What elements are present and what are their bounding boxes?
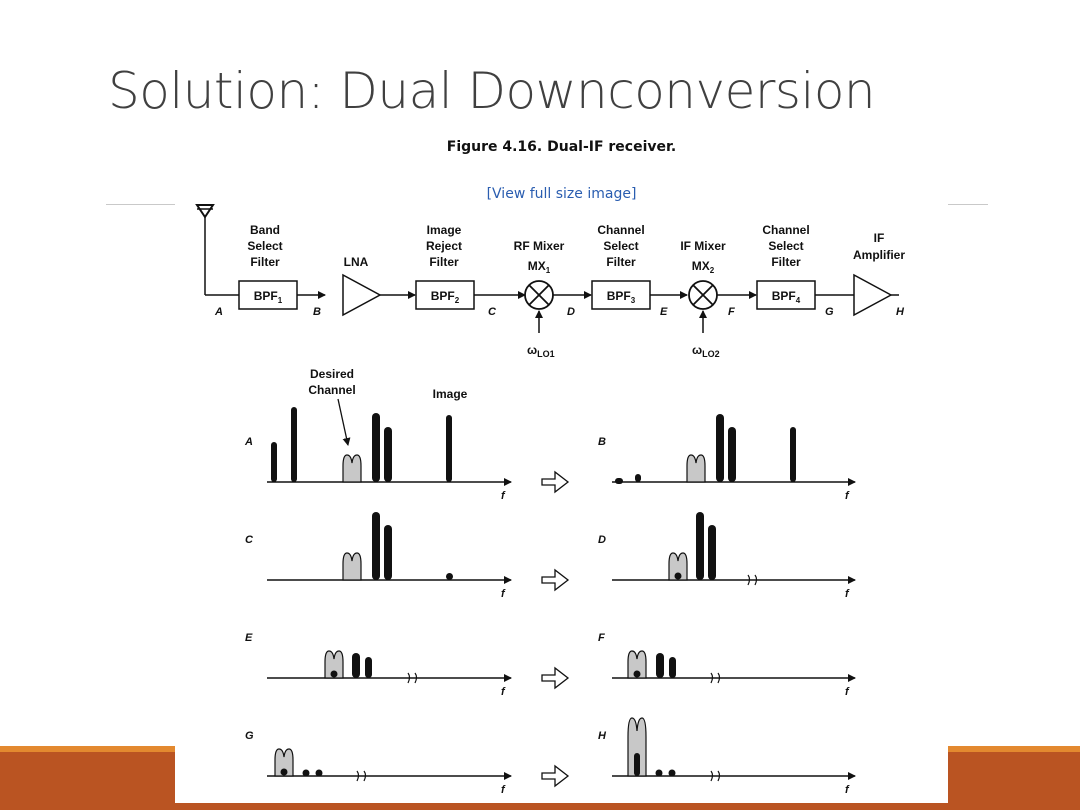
view-full-size-link[interactable]: [View full size image]	[486, 186, 637, 202]
image-reject-label-3: Filter	[429, 255, 459, 269]
bpf2-label: BPF2	[431, 289, 460, 305]
bpf4-label: BPF4	[772, 289, 801, 305]
svg-text:f: f	[845, 686, 850, 698]
spectrum-label-g: G	[245, 730, 254, 742]
if-mixer-label: IF Mixer	[680, 239, 726, 253]
title-rule-right	[948, 204, 988, 205]
if-amplifier-icon	[853, 273, 893, 317]
mx2-label: MX2	[692, 259, 715, 275]
spectrum-label-e: E	[245, 632, 253, 644]
image-reject-label-2: Reject	[426, 239, 462, 253]
channel-select-2-label-3: Filter	[771, 255, 801, 269]
spectrum-g: f	[267, 748, 512, 796]
spectrum-label-f: F	[598, 632, 605, 644]
slide-title: Solution: Dual Downconversion	[108, 62, 876, 120]
svg-text:f: f	[845, 588, 850, 600]
transition-arrow-icon	[541, 666, 570, 690]
bpf3-label: BPF3	[607, 289, 636, 305]
if-amp-label-1: IF	[874, 231, 885, 245]
channel-select-2-label-1: Channel	[762, 223, 809, 237]
if-amp-label-2: Amplifier	[853, 248, 905, 262]
spectrum-label-b: B	[598, 436, 606, 448]
spectrum-b: f	[612, 414, 856, 502]
channel-select-2-label-2: Select	[768, 239, 803, 253]
bpf1-label: BPF1	[254, 289, 283, 305]
rf-mixer-label: RF Mixer	[514, 239, 565, 253]
channel-select-1-label-2: Select	[603, 239, 638, 253]
lna-label: LNA	[344, 255, 369, 269]
image-reject-label-1: Image	[427, 223, 462, 237]
node-c: C	[488, 306, 497, 318]
band-select-label-3: Filter	[250, 255, 280, 269]
dual-if-receiver-diagram: Band Select Filter BPF1 LNA Image Reject…	[195, 204, 905, 796]
spectrum-label-c: C	[245, 534, 254, 546]
figure-caption: Figure 4.16. Dual-IF receiver.	[446, 139, 677, 155]
node-a: A	[214, 306, 223, 318]
svg-text:f: f	[501, 490, 506, 502]
node-d: D	[567, 306, 575, 318]
svg-text:f: f	[501, 784, 506, 796]
desired-channel-label-2: Channel	[308, 383, 355, 397]
channel-select-1-label-1: Channel	[597, 223, 644, 237]
transition-arrow-icon	[541, 568, 570, 592]
spectrum-label-h: H	[598, 730, 607, 742]
lo2-label: ωLO2	[692, 343, 720, 359]
channel-select-1-label-3: Filter	[606, 255, 636, 269]
spectrum-label-a: A	[244, 436, 253, 448]
node-g: G	[825, 306, 834, 318]
bpf3-block	[591, 280, 651, 310]
mx1-label: MX1	[528, 259, 551, 275]
if-mixer-icon	[688, 280, 718, 310]
desired-channel-label-1: Desired	[310, 367, 354, 381]
figure-panel: Figure 4.16. Dual-IF receiver. [View ful…	[175, 133, 948, 803]
band-select-label-1: Band	[250, 223, 280, 237]
svg-text:f: f	[845, 490, 850, 502]
node-e: E	[660, 306, 668, 318]
svg-text:f: f	[845, 784, 850, 796]
spectrum-h: f	[612, 717, 856, 796]
spectrum-c: f	[267, 512, 512, 600]
lo1-label: ωLO1	[527, 343, 555, 359]
spectrum-e: f	[267, 650, 512, 698]
node-f: F	[728, 306, 735, 318]
node-h: H	[896, 306, 905, 318]
antenna-icon	[195, 204, 215, 295]
band-select-label-2: Select	[247, 239, 282, 253]
svg-text:f: f	[501, 686, 506, 698]
transition-arrow-icon	[541, 470, 570, 494]
bpf1-block	[238, 280, 298, 310]
bpf4-block	[756, 280, 816, 310]
spectrum-label-d: D	[598, 534, 606, 546]
lna-amplifier-icon	[342, 273, 382, 317]
svg-text:f: f	[501, 588, 506, 600]
spectrum-f: f	[612, 650, 856, 698]
title-rule-left	[106, 204, 176, 205]
rf-mixer-icon	[524, 280, 554, 310]
node-b: B	[313, 306, 321, 318]
transition-arrow-icon	[541, 764, 570, 788]
spectrum-d: f	[612, 512, 856, 600]
spectrum-a: f	[267, 407, 512, 502]
image-label: Image	[433, 387, 468, 401]
